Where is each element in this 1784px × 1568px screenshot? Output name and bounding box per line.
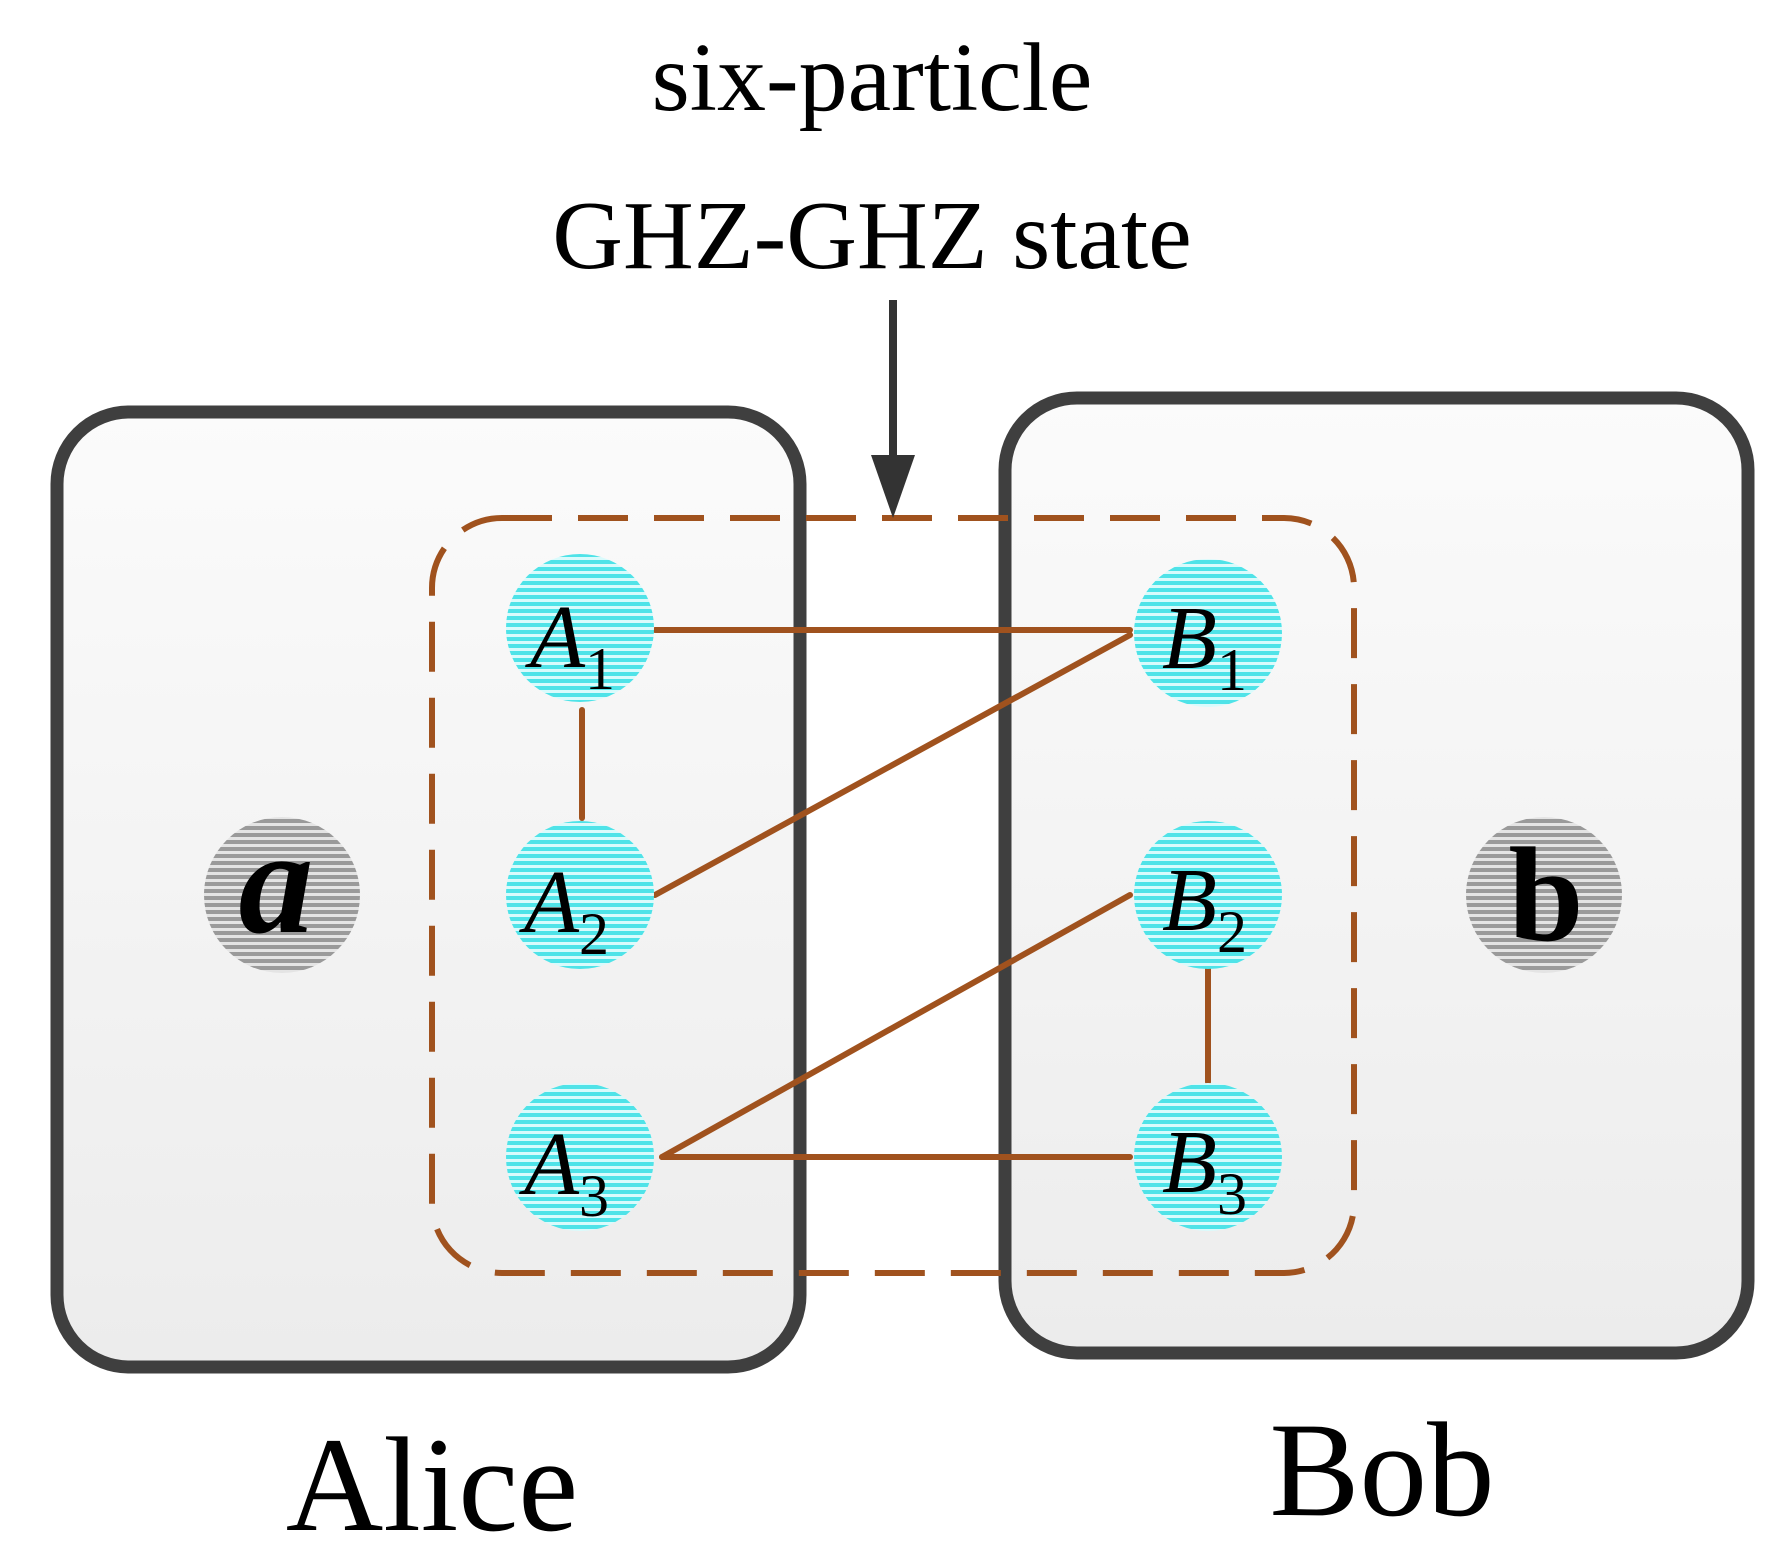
- bob-label: Bob: [1269, 1396, 1494, 1545]
- bob-box: [998, 391, 1755, 1360]
- link-a2-b1: [652, 632, 1133, 898]
- svg-text:B1: B1: [1162, 589, 1247, 703]
- svg-text:A2: A2: [519, 853, 609, 967]
- particle-b1: B1: [1134, 559, 1282, 707]
- svg-text:B3: B3: [1162, 1113, 1247, 1227]
- particle-b2: B2: [1134, 821, 1282, 969]
- particle-a2: A2: [506, 821, 654, 969]
- particle-a3: A3: [506, 1083, 654, 1231]
- particle-a1: A1: [506, 554, 654, 702]
- down-arrow-icon: [871, 300, 915, 518]
- particle-b2-letter: B: [1162, 851, 1217, 950]
- qubit-b: b: [1466, 817, 1622, 973]
- svg-text:A1: A1: [525, 588, 615, 702]
- particle-b3: B3: [1134, 1083, 1282, 1231]
- entanglement-links: [579, 627, 1211, 1160]
- particle-a1-letter: A: [525, 588, 586, 687]
- particle-a2-letter: A: [519, 853, 580, 952]
- particle-b2-subscript: 2: [1217, 899, 1247, 965]
- particle-b1-subscript: 1: [1217, 637, 1247, 703]
- diagram-title: six-particle GHZ-GHZ state: [552, 24, 1192, 290]
- particle-b3-subscript: 3: [1217, 1161, 1247, 1227]
- qubit-b-label: b: [1508, 821, 1583, 970]
- particle-a3-subscript: 3: [579, 1163, 609, 1229]
- particle-a2-subscript: 2: [579, 901, 609, 967]
- particle-a1-subscript: 1: [585, 636, 615, 702]
- title-line-2: GHZ-GHZ state: [552, 182, 1192, 290]
- particle-b3-letter: B: [1162, 1113, 1217, 1212]
- alice-label: Alice: [286, 1411, 578, 1560]
- title-line-1: six-particle: [652, 24, 1093, 132]
- particle-b1-letter: B: [1162, 589, 1217, 688]
- qubit-a: a: [204, 799, 360, 973]
- svg-text:A3: A3: [519, 1115, 609, 1229]
- qubit-a-label: a: [239, 799, 314, 965]
- particle-a3-letter: A: [519, 1115, 580, 1214]
- link-a3-b2: [659, 892, 1133, 1160]
- alice-box: [50, 405, 807, 1374]
- svg-text:B2: B2: [1162, 851, 1247, 965]
